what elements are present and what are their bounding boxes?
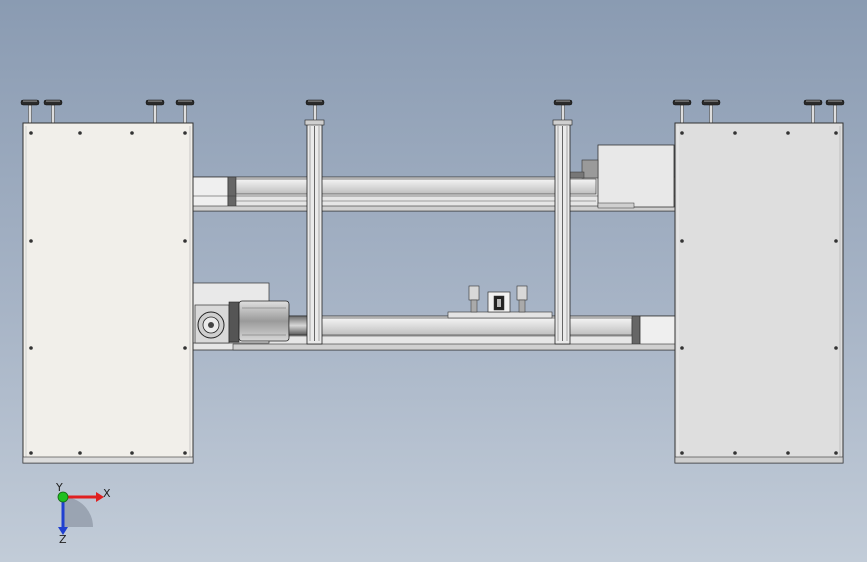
mounting-hole bbox=[733, 131, 737, 135]
mounting-hole bbox=[78, 451, 82, 455]
mounting-hole bbox=[680, 451, 684, 455]
mounting-hole bbox=[834, 131, 838, 135]
mounting-hole bbox=[733, 451, 737, 455]
right-cabinet-panel bbox=[674, 122, 844, 464]
mounting-hole bbox=[29, 239, 33, 243]
aluminum-profile-left bbox=[304, 119, 325, 345]
mounting-hole bbox=[834, 239, 838, 243]
mounting-hole bbox=[183, 451, 187, 455]
leveling-foot-icon bbox=[43, 99, 63, 124]
mounting-hole bbox=[78, 131, 82, 135]
leveling-foot-icon bbox=[553, 99, 573, 124]
mounting-hole bbox=[29, 451, 33, 455]
coordinate-triad: X Y Z bbox=[55, 481, 111, 546]
mounting-hole bbox=[680, 239, 684, 243]
mounting-hole bbox=[29, 346, 33, 350]
slide-carriage bbox=[468, 285, 528, 313]
left-cabinet-panel bbox=[22, 122, 194, 464]
mounting-hole bbox=[786, 131, 790, 135]
leveling-foot-icon bbox=[672, 99, 692, 124]
leveling-foot-icon bbox=[145, 99, 165, 124]
z-axis-label: Z bbox=[59, 533, 67, 546]
mounting-hole bbox=[183, 239, 187, 243]
mounting-hole bbox=[680, 346, 684, 350]
leveling-foot-icon bbox=[825, 99, 845, 124]
leveling-foot-icon bbox=[305, 99, 325, 124]
y-axis-label: Y bbox=[55, 481, 63, 494]
mounting-hole bbox=[786, 451, 790, 455]
mounting-hole bbox=[130, 131, 134, 135]
carriage-plate bbox=[447, 311, 553, 319]
upper-rail bbox=[192, 144, 676, 212]
mounting-hole bbox=[834, 451, 838, 455]
leveling-feet bbox=[20, 99, 845, 124]
leveling-foot-icon bbox=[20, 99, 40, 124]
leveling-foot-icon bbox=[701, 99, 721, 124]
mounting-hole bbox=[834, 346, 838, 350]
aluminum-profile-right bbox=[552, 119, 573, 345]
leveling-foot-icon bbox=[175, 99, 195, 124]
leveling-foot-icon bbox=[803, 99, 823, 124]
mounting-hole bbox=[183, 131, 187, 135]
gear-motor bbox=[192, 282, 310, 344]
mounting-hole bbox=[29, 131, 33, 135]
x-axis-label: X bbox=[103, 487, 111, 500]
mounting-hole bbox=[680, 131, 684, 135]
mounting-hole bbox=[130, 451, 134, 455]
mounting-hole bbox=[183, 346, 187, 350]
